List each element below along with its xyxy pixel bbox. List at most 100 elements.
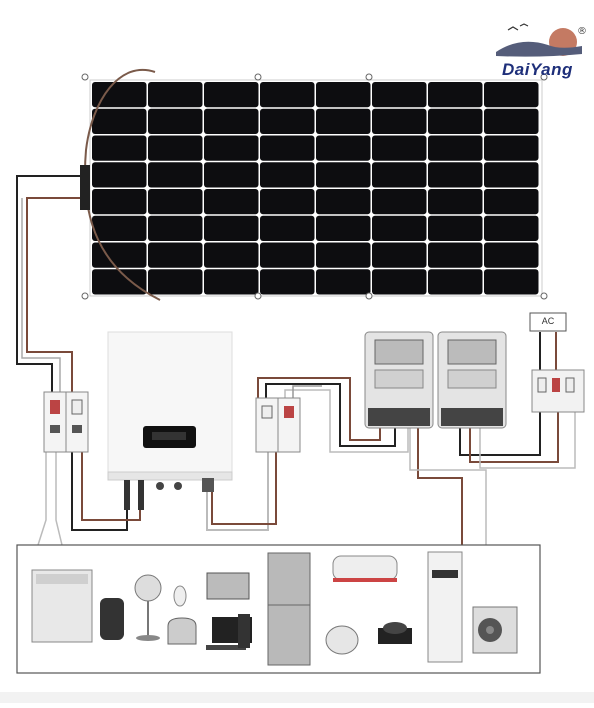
tv-icon xyxy=(206,572,250,600)
solar-cell xyxy=(484,108,539,134)
solar-cell xyxy=(484,242,539,268)
solar-cell xyxy=(372,82,427,108)
cell-junction xyxy=(425,159,430,164)
cell-junction xyxy=(201,105,206,111)
solar-cell xyxy=(204,269,259,295)
ac-breakers xyxy=(255,397,301,453)
solar-cell xyxy=(148,135,203,161)
cell-junction xyxy=(145,132,150,137)
solar-cell xyxy=(372,162,427,188)
solar-cell xyxy=(316,215,371,241)
solar-cell xyxy=(428,135,483,161)
solar-cell xyxy=(428,162,483,188)
cell-junction xyxy=(257,239,262,244)
solar-cell xyxy=(92,242,147,268)
solar-cell xyxy=(428,242,483,268)
cell-junction xyxy=(313,159,318,164)
cell-junction xyxy=(425,186,430,191)
water-pump-icon xyxy=(100,598,124,640)
ac-distribution xyxy=(529,312,585,413)
solar-cell xyxy=(92,269,147,295)
solar-cell xyxy=(260,269,315,295)
solar-cell xyxy=(372,269,427,295)
solar-cell xyxy=(316,242,371,268)
computer-icon xyxy=(206,614,252,650)
cell-junction xyxy=(313,239,318,244)
cell-junction xyxy=(257,212,262,218)
cell-junction xyxy=(201,132,206,137)
cell-junction xyxy=(425,212,430,218)
appliance-loads xyxy=(16,544,541,674)
cell-junction xyxy=(369,132,374,137)
water-heater-icon xyxy=(332,555,398,582)
induction-cooker-icon xyxy=(378,622,412,644)
solar-cell xyxy=(92,108,147,134)
solar-cell xyxy=(484,135,539,161)
solar-cell xyxy=(260,242,315,268)
energy-meters xyxy=(364,331,507,429)
cell-junction xyxy=(369,186,374,191)
solar-cell xyxy=(372,189,427,215)
kettle-icon xyxy=(167,617,197,645)
solar-cell xyxy=(148,215,203,241)
solar-cell xyxy=(204,242,259,268)
cell-junction xyxy=(425,105,430,111)
ac-outdoor-unit-icon xyxy=(472,606,518,654)
solar-cell xyxy=(92,162,147,188)
cell-junction xyxy=(369,239,374,244)
daiyang-logo xyxy=(496,23,582,57)
cell-junction xyxy=(481,212,486,218)
solar-cell xyxy=(484,82,539,108)
cell-junction xyxy=(201,159,206,164)
solar-cell xyxy=(260,82,315,108)
solar-cell xyxy=(316,189,371,215)
cell-junction xyxy=(145,105,150,111)
cell-junction xyxy=(313,105,318,111)
solar-cell xyxy=(316,82,371,108)
cell-junction xyxy=(145,212,150,218)
rice-cooker-icon xyxy=(325,625,359,655)
cell-junction xyxy=(425,266,430,271)
solar-cell xyxy=(428,269,483,295)
washing-machine-icon xyxy=(31,569,93,643)
solar-cell xyxy=(428,108,483,134)
solar-cell xyxy=(204,162,259,188)
cell-junction xyxy=(257,105,262,111)
cell-junction xyxy=(257,186,262,191)
cell-junction xyxy=(481,266,486,271)
solar-cell xyxy=(148,162,203,188)
cell-junction xyxy=(425,132,430,137)
solar-cell xyxy=(316,135,371,161)
solar-cell xyxy=(484,269,539,295)
solar-cell xyxy=(204,108,259,134)
cell-junction xyxy=(481,239,486,244)
cell-junction xyxy=(481,105,486,111)
solar-cell xyxy=(92,189,147,215)
solar-cell xyxy=(484,189,539,215)
solar-cell xyxy=(484,162,539,188)
cell-junction xyxy=(369,212,374,218)
solar-cell xyxy=(316,108,371,134)
cell-junction xyxy=(313,212,318,218)
solar-cell xyxy=(428,82,483,108)
solar-cell xyxy=(148,82,203,108)
bottom-strip xyxy=(0,692,594,703)
inverter xyxy=(107,331,233,510)
cell-junction xyxy=(369,105,374,111)
cell-junction xyxy=(481,132,486,137)
air-conditioner-icon xyxy=(427,551,463,663)
solar-cell xyxy=(260,215,315,241)
solar-cell xyxy=(204,135,259,161)
cell-junction xyxy=(369,266,374,271)
cell-junction xyxy=(481,186,486,191)
light-bulb-icon xyxy=(173,585,187,607)
cell-junction xyxy=(257,159,262,164)
solar-cell xyxy=(372,215,427,241)
cell-junction xyxy=(201,186,206,191)
cell-junction xyxy=(201,212,206,218)
solar-cell xyxy=(316,269,371,295)
dc-breakers xyxy=(43,391,89,453)
solar-cell xyxy=(92,82,147,108)
cell-junction xyxy=(369,159,374,164)
